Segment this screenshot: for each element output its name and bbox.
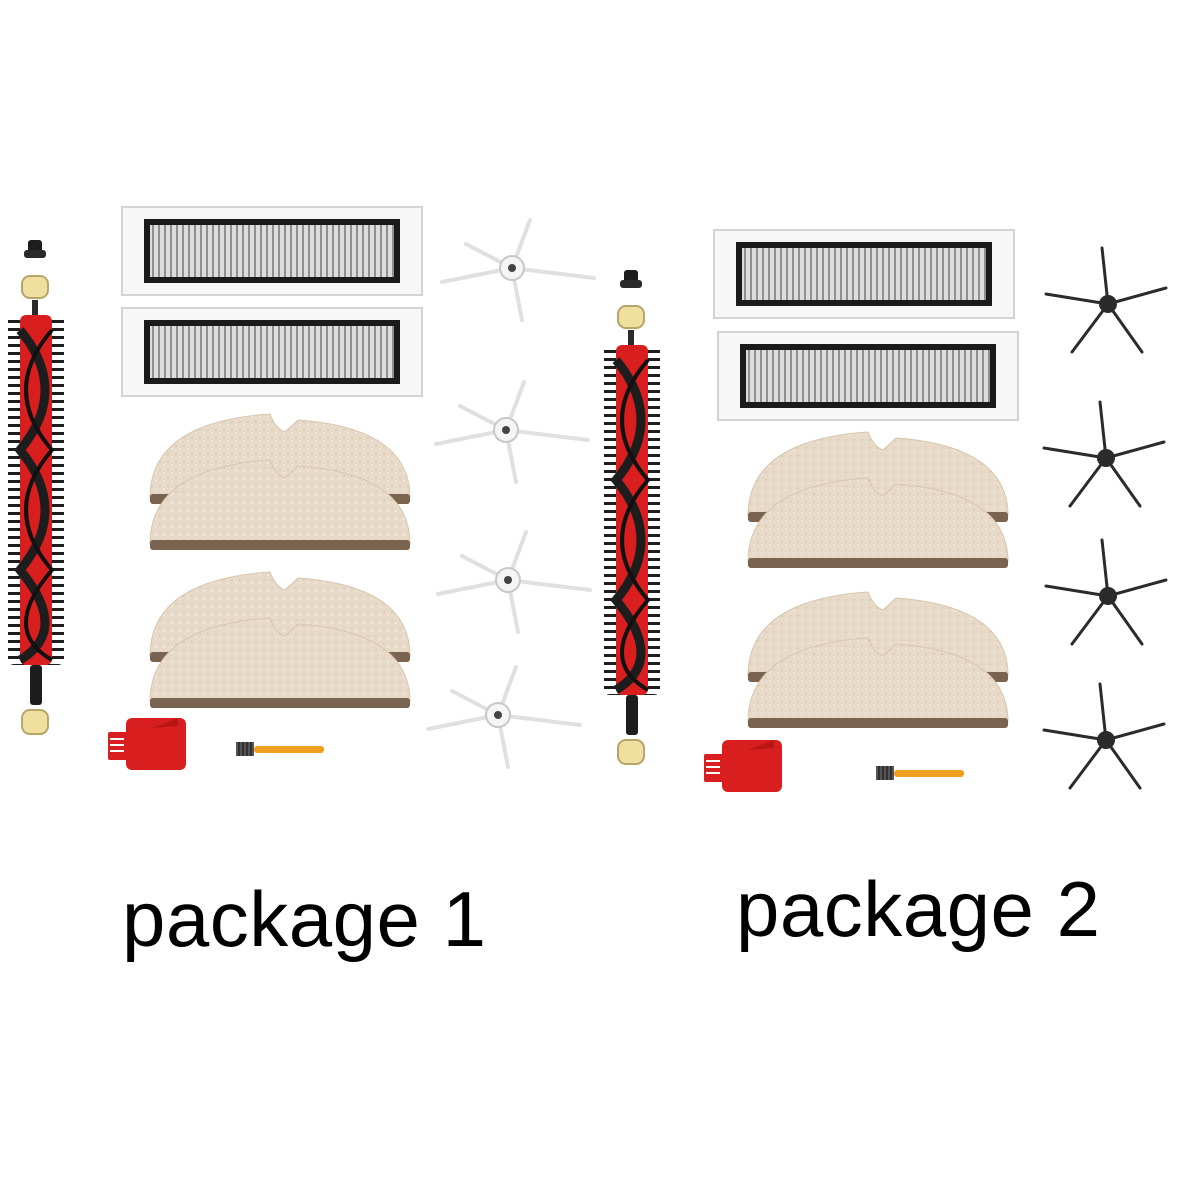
side-brush xyxy=(434,380,590,484)
package-2-label: package 2 xyxy=(736,865,1101,953)
side-brush xyxy=(426,665,582,769)
main-brush xyxy=(8,240,64,734)
hepa-filter xyxy=(713,229,1015,319)
side-brush xyxy=(1042,400,1166,508)
package-2-group xyxy=(604,229,1168,792)
side-brush xyxy=(436,530,592,634)
main-brush xyxy=(604,270,660,764)
mini-cleaning-brush xyxy=(875,765,965,781)
package-1-label: package 1 xyxy=(122,875,487,963)
side-brush xyxy=(440,218,596,322)
side-brush xyxy=(1044,246,1168,354)
mini-cleaning-brush xyxy=(235,741,325,757)
hepa-filter xyxy=(121,307,423,397)
side-brush xyxy=(1042,682,1166,790)
cleaning-tool xyxy=(704,740,782,792)
hepa-filter xyxy=(717,331,1019,421)
package-1-group xyxy=(8,206,596,770)
side-brush xyxy=(1044,538,1168,646)
cleaning-tool xyxy=(108,718,186,770)
hepa-filter xyxy=(121,206,423,296)
